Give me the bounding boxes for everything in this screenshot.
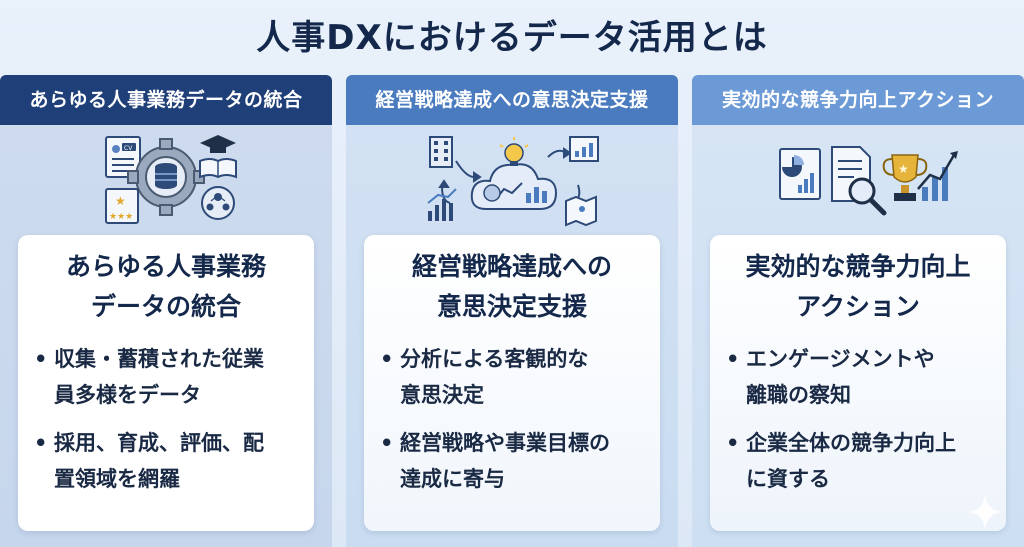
- page-title: 人事DXにおけるデータ活用とは: [256, 18, 768, 58]
- growth-chart-icon: [917, 151, 958, 201]
- star-rating-icon: ★ ★★★: [105, 188, 139, 224]
- bar-chart-icon: [427, 188, 457, 221]
- resume-icon: CV: [105, 136, 141, 178]
- card-title: 実効的な競争力向上 アクション: [724, 247, 992, 327]
- graduation-book-icon: [199, 135, 237, 179]
- card-title-line: 意思決定支援: [436, 292, 587, 321]
- svg-text:★: ★: [115, 194, 126, 208]
- bullet-item: 収集・蓄積された従業 員多様をデータ: [32, 341, 300, 413]
- bullet-list: 分析による客観的な 意思決定 経営戦略や事業目標の 達成に寄与: [378, 341, 646, 497]
- document-magnifier-icon: [831, 146, 887, 216]
- decision-support-illustration: [427, 136, 599, 227]
- report-chart-icon: [779, 148, 821, 200]
- people-network-icon: [201, 186, 235, 220]
- card-title: あらゆる人事業務 データの統合: [32, 247, 300, 327]
- bullet-list: 収集・蓄積された従業 員多様をデータ 採用、育成、評価、配 置領域を網羅: [32, 341, 300, 497]
- card-title-line: あらゆる人事業務: [65, 252, 266, 281]
- bullet-item: エンゲージメントや 離職の察知: [724, 341, 992, 413]
- card-title: 経営戦略達成への 意思決定支援: [378, 247, 646, 327]
- bullet-item: 経営戦略や事業目標の 達成に寄与: [378, 425, 646, 497]
- column-header: 経営戦略達成への意思決定支援: [346, 75, 678, 125]
- column-data-integration: あらゆる人事業務データの統合 CV: [0, 75, 332, 547]
- competitive-action-illustration: ★: [779, 146, 958, 216]
- sparkle-icon: [968, 495, 1002, 529]
- card-competitive-action: 実効的な競争力向上 アクション エンゲージメントや 離職の察知 企業全体の競争力…: [710, 235, 1006, 531]
- column-competitive-action: 実効的な競争力向上アクション ★: [692, 75, 1024, 547]
- bullet-list: エンゲージメントや 離職の察知 企業全体の競争力向上 に資する: [724, 341, 992, 497]
- bullet-item: 分析による客観的な 意思決定: [378, 341, 646, 413]
- card-decision-support: 経営戦略達成への 意思決定支援 分析による客観的な 意思決定 経営戦略や事業目標…: [364, 235, 660, 531]
- card-data-integration: あらゆる人事業務 データの統合 収集・蓄積された従業 員多様をデータ 採用、育成…: [18, 235, 314, 531]
- chart-icon: [569, 136, 599, 162]
- column-decision-support: 経営戦略達成への意思決定支援: [346, 75, 678, 547]
- svg-text:★: ★: [898, 162, 909, 176]
- card-title-line: 経営戦略達成への: [411, 252, 612, 281]
- map-icon: [565, 195, 597, 227]
- card-title-line: アクション: [796, 292, 920, 321]
- data-integration-illustration: CV: [105, 135, 237, 224]
- card-title-line: 実効的な競争力向上: [745, 252, 971, 281]
- svg-text:★★★: ★★★: [109, 212, 133, 222]
- bullet-item: 採用、育成、評価、配 置領域を網羅: [32, 425, 300, 497]
- gear-database-icon: [127, 138, 205, 216]
- bullet-item: 企業全体の競争力向上 に資する: [724, 425, 992, 497]
- trophy-icon: ★: [882, 154, 928, 201]
- column-header: あらゆる人事業務データの統合: [0, 75, 332, 125]
- column-header: 実効的な競争力向上アクション: [692, 75, 1024, 125]
- lightbulb-cloud-icon: [470, 137, 558, 210]
- svg-text:CV: CV: [124, 145, 133, 152]
- card-title-line: データの統合: [90, 292, 241, 321]
- building-icon: [429, 136, 453, 168]
